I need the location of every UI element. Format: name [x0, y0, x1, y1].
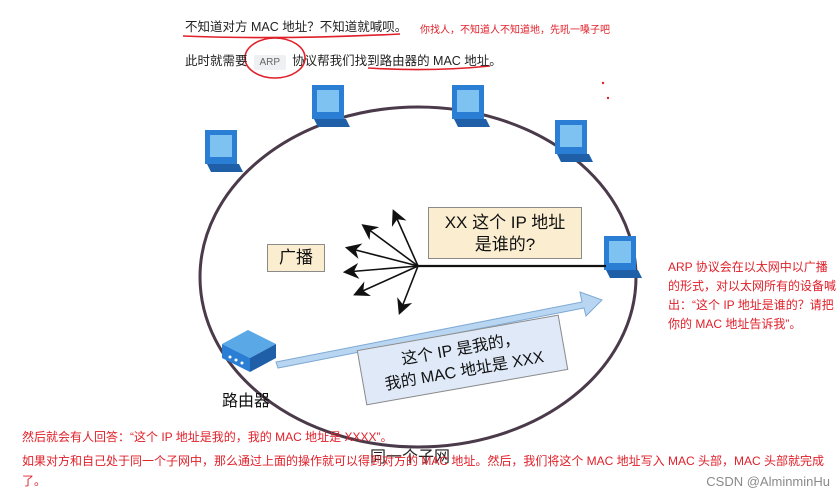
- broadcast-label: 广播: [267, 244, 325, 272]
- question-line-1: XX 这个 IP 地址: [444, 213, 566, 232]
- router-underline-annotation: [367, 65, 491, 71]
- computer-icon: [555, 120, 593, 162]
- header-line-2-prefix: 此时就需要: [185, 54, 248, 68]
- arp-circle-annotation: [244, 37, 306, 79]
- question-line-2: 是谁的?: [474, 235, 536, 254]
- computer-icon: [312, 85, 350, 127]
- top-annotation: 你找人，不知道人不知道地，先吼一嗓子吧: [420, 25, 610, 36]
- red-dot: [606, 96, 610, 100]
- bottom-line-1: 然后就会有人回答：“这个 IP 地址是我的，我的 MAC 地址是 XXXX”。: [22, 430, 393, 444]
- header-line-2-suffix: 协议帮我们找到路由器的 MAC 地址。: [292, 54, 502, 68]
- computer-icon: [452, 85, 490, 127]
- red-dot: [601, 81, 605, 85]
- watermark: CSDN @AlminminHu: [706, 474, 830, 489]
- header-line-1: 不知道对方 MAC 地址？不知道就喊呗。: [185, 20, 408, 34]
- subnet-label: 同一个子网: [370, 449, 451, 466]
- router-label: 路由器: [222, 393, 271, 410]
- question-box: XX 这个 IP 地址 是谁的?: [428, 207, 582, 259]
- router-icon: [222, 330, 276, 372]
- computer-icon: [604, 236, 642, 278]
- header-line-2: 此时就需要 ARP 协议帮我们找到路由器的 MAC 地址。: [185, 50, 502, 70]
- computer-icon: [205, 130, 243, 172]
- broadcast-arrows: [342, 209, 419, 315]
- side-note: ARP 协议会在以太网中以广播的形式，对以太网所有的设备喊出：“这个 IP 地址…: [668, 260, 837, 331]
- arp-chip: ARP: [253, 55, 287, 70]
- bottom-line-2: 如果对方和自己处于同一个子网中，那么通过上面的操作就可以得到对方的 MAC 地址…: [22, 454, 825, 488]
- underline-annotation: [182, 33, 401, 39]
